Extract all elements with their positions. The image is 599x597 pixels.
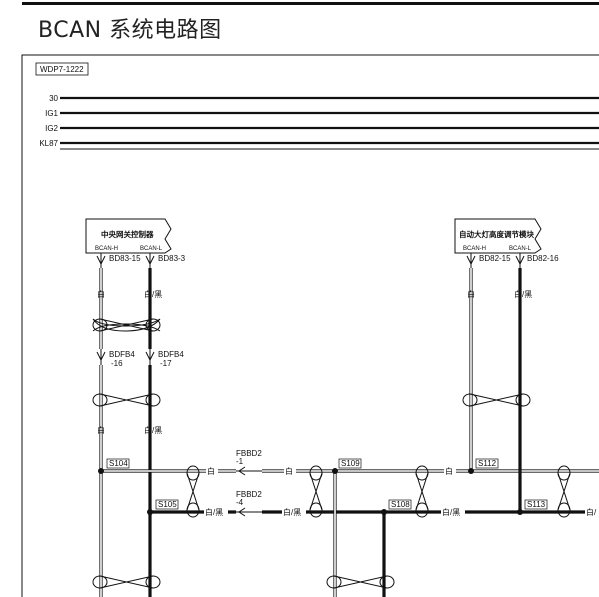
splice-label-s108: S108 — [391, 500, 410, 509]
twist-marker-gateway-2 — [92, 393, 161, 407]
bus-color-labels: 白 白 白 白/黑 白/黑 白/黑 白/ — [204, 465, 599, 518]
connector-label-fbbd2-b: FBBD2 — [236, 490, 262, 499]
connector-label-bdfb4-a: BDFB4 — [109, 350, 135, 359]
wire-color-headlamp-h: 白 — [467, 289, 475, 299]
diagram-ref-text: WDP7-1222 — [40, 65, 84, 74]
bus-twist-3 — [415, 465, 429, 518]
connector-pin-fbbd2-b: -4 — [236, 498, 244, 507]
bus-l-color-2: 白/黑 — [283, 507, 301, 517]
splice-dot-s109 — [332, 468, 338, 474]
splices: S104 S105 S109 S108 S112 S113 — [98, 458, 548, 515]
bus-h-color-2: 白 — [285, 466, 293, 476]
bus-l-color-3: 白/黑 — [442, 507, 460, 517]
splice-dot-s108 — [381, 509, 387, 515]
splice-label-s105: S105 — [158, 500, 177, 509]
connector-bdfb4: BDFB4 -16 BDFB4 -17 — [96, 349, 184, 368]
wire-color-headlamp-l: 白/黑 — [514, 289, 532, 299]
connector-label-bd83-3: BD83-3 — [158, 254, 186, 263]
wire-color-gateway-l-1: 白/黑 — [144, 289, 162, 299]
headlamp-module-box — [454, 218, 542, 254]
gateway-module: 中央网关控制器 BCAN-H BCAN-L — [85, 218, 172, 254]
diagram-ref-tag — [35, 62, 89, 76]
connector-label-bdfb4-b: BDFB4 — [158, 350, 184, 359]
gateway-module-box — [85, 218, 172, 254]
bus-h-color-1: 白 — [207, 466, 215, 476]
bus-twist-1 — [186, 465, 200, 518]
connector-pin-fbbd2-a: -1 — [236, 457, 244, 466]
headlamp-module: 自动大灯高度调节模块 BCAN-H BCAN-L — [454, 218, 542, 254]
headlamp-pin-h: BCAN-H — [463, 246, 486, 252]
splice-dot-s113 — [517, 509, 523, 515]
diagram-frame — [21, 54, 599, 597]
bus-twist-4 — [557, 465, 571, 518]
bus-l-color-4: 白/ — [586, 507, 597, 517]
connector-pin-bdfb4-b: -17 — [160, 359, 172, 368]
headlamp-pin-l: BCAN-L — [509, 246, 532, 252]
splice-dot-s105 — [147, 509, 153, 515]
gateway-pin-h: BCAN-H — [95, 246, 118, 252]
connector-label-bd82-15: BD82-15 — [479, 254, 511, 263]
wire-color-gateway-h-2: 白 — [97, 425, 105, 435]
wire-drop-s109-s108 — [326, 471, 395, 597]
connector-label-fbbd2-a: FBBD2 — [236, 449, 262, 458]
gateway-module-name: 中央网关控制器 — [101, 229, 154, 239]
rail-label-30: 30 — [49, 94, 58, 103]
splice-label-s113: S113 — [527, 500, 546, 509]
bus-h-color-3: 白 — [445, 466, 453, 476]
splice-label-s104: S104 — [109, 459, 128, 468]
connector-fbbd2: FBBD2 -1 FBBD2 -4 — [236, 449, 262, 518]
rail-label-ig2: IG2 — [45, 124, 58, 133]
connector-label-bd83-15: BD83-15 — [109, 254, 141, 263]
wire-headlamp: BD82-15 BD82-16 白 白/黑 — [462, 253, 559, 512]
connector-bd83: BD83-15 BD83-3 — [96, 253, 186, 268]
splice-dot-s104 — [98, 468, 104, 474]
headlamp-module-name: 自动大灯高度调节模块 — [459, 229, 534, 239]
twist-marker-gateway-3 — [92, 575, 161, 589]
connector-pin-bdfb4-a: -16 — [111, 359, 123, 368]
power-rails: 30 IG1 IG2 KL87 — [39, 94, 599, 150]
connector-label-bd82-16: BD82-16 — [527, 254, 559, 263]
gateway-pin-l: BCAN-L — [140, 246, 163, 252]
wire-color-gateway-h-1: 白 — [97, 289, 105, 299]
page-title: BCAN 系统电路图 — [38, 18, 222, 43]
bus-twist-2 — [309, 465, 323, 518]
twist-marker-gateway-1 — [92, 318, 161, 332]
splice-dot-s112 — [468, 468, 474, 474]
splice-label-s112: S112 — [478, 459, 497, 468]
splice-label-s109: S109 — [341, 459, 360, 468]
wire-color-gateway-l-2: 白/黑 — [144, 425, 162, 435]
bus-l-color-1: 白/黑 — [205, 507, 223, 517]
rail-label-kl87: KL87 — [39, 139, 58, 148]
bus-twist-markers — [186, 465, 571, 518]
rail-label-ig1: IG1 — [45, 109, 58, 118]
top-rule — [22, 2, 599, 5]
